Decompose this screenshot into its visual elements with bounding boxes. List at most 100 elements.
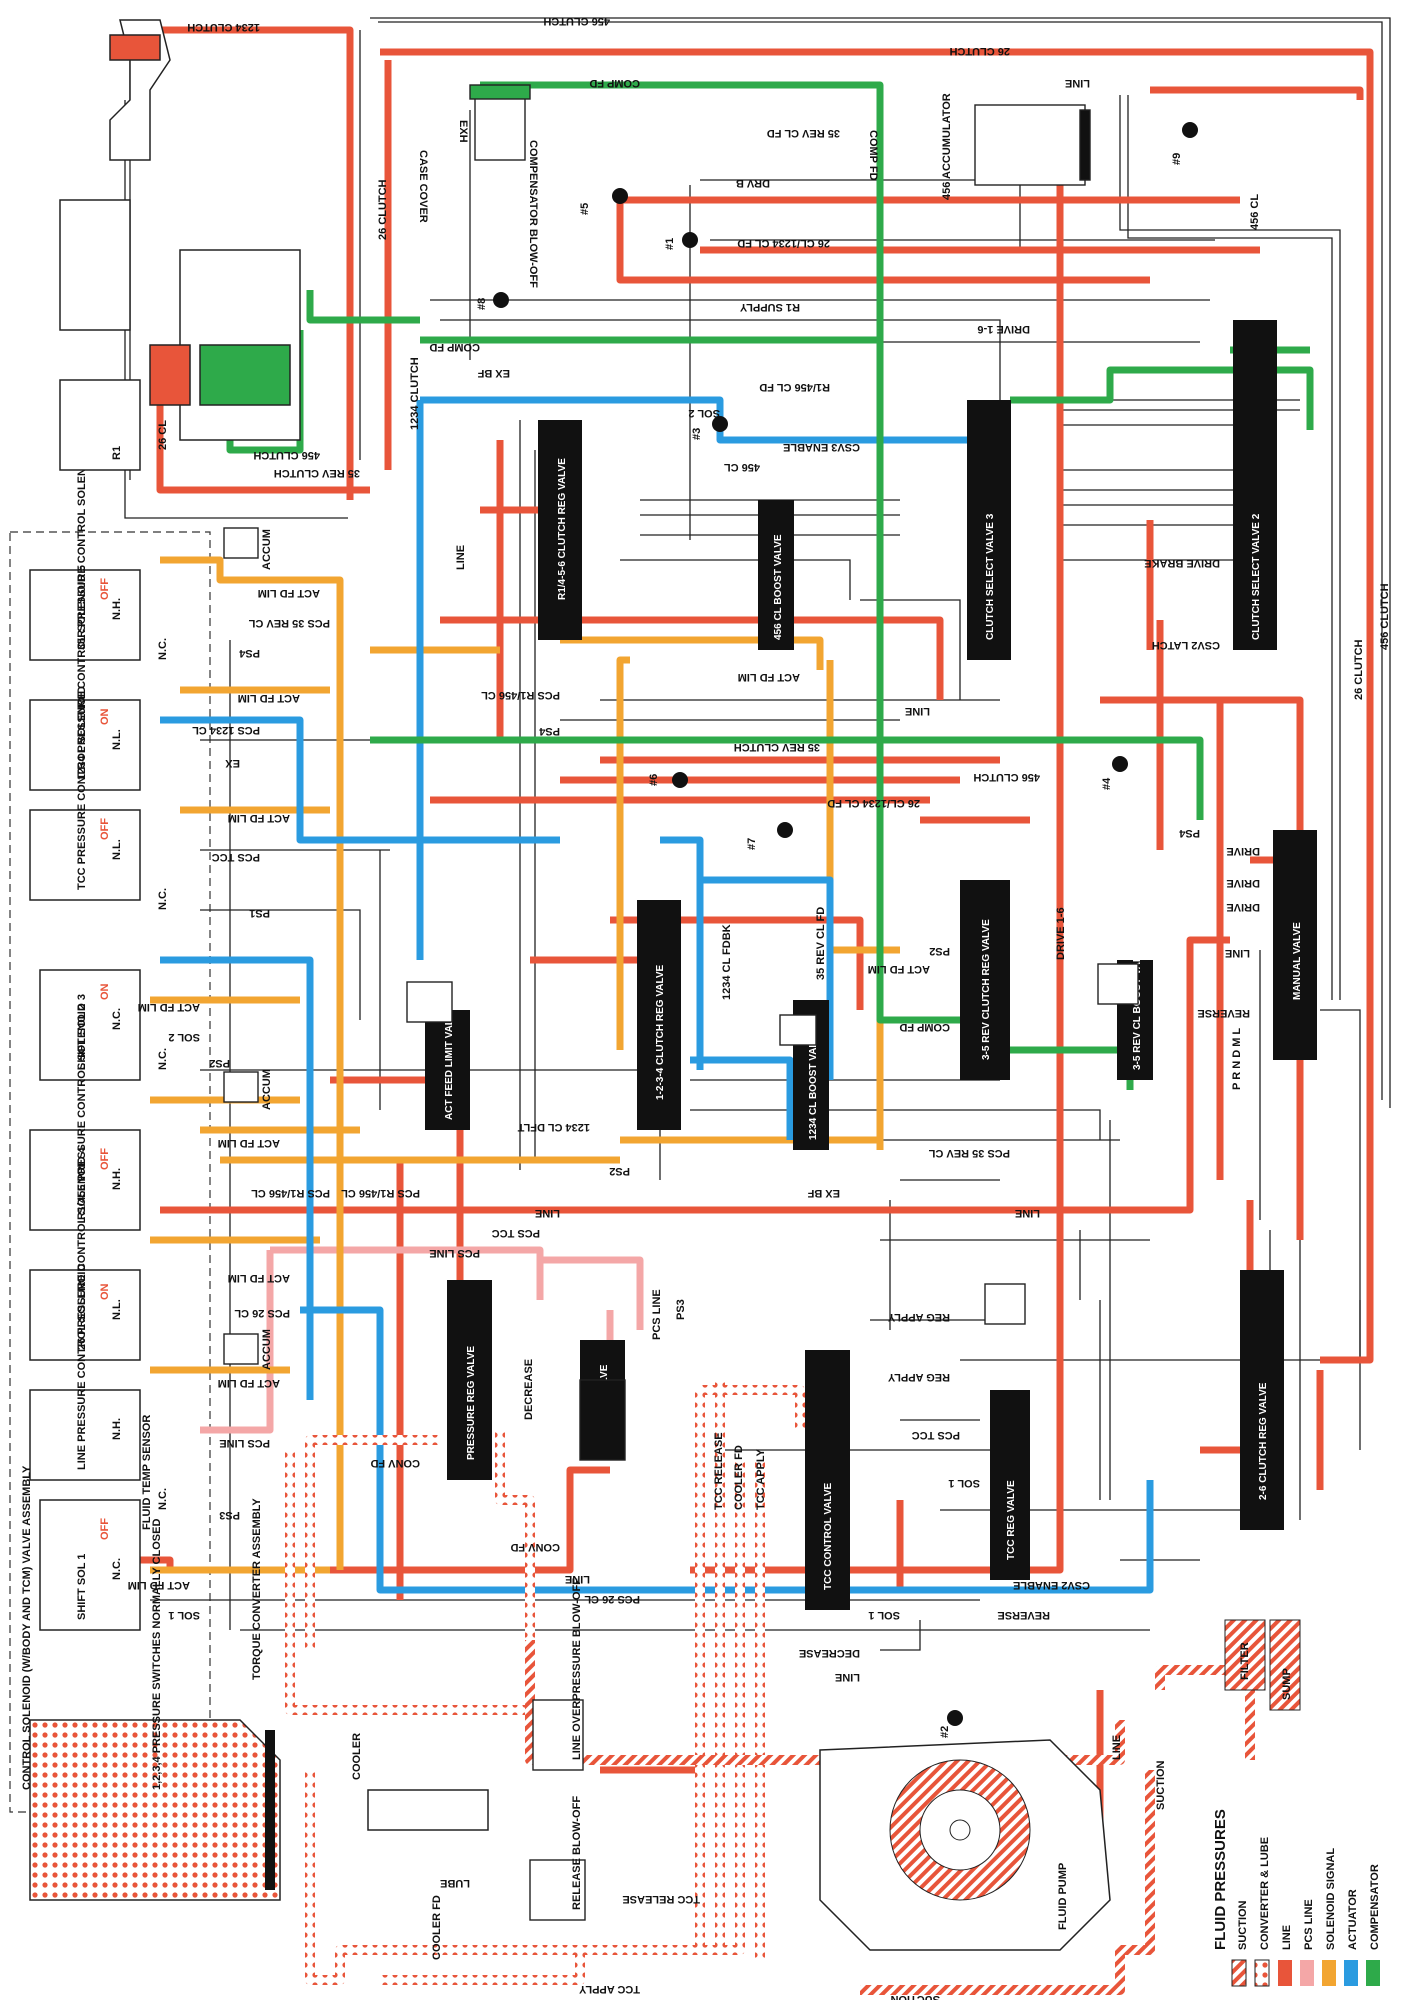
label-act-fd-lim-9: ACT FD LIM	[868, 963, 930, 975]
label-pcs-tcc-mid: PCS TCC	[492, 1227, 540, 1239]
label-456-clutch-top: 456 CLUTCH	[543, 15, 610, 27]
checkball-label-6: #6	[648, 774, 660, 786]
label-conv-fd-2: CONV FD	[510, 1541, 560, 1553]
solenoid-boxes	[29, 569, 141, 1631]
label-pcs26-bottom: PCS 26 CL	[584, 1593, 640, 1605]
checkball-label-1: #1	[664, 238, 676, 250]
label-pcs-line-mid: PCS LINE	[429, 1247, 480, 1259]
valve-label-1234boost: 1234 CL BOOST VALVE	[808, 1029, 819, 1140]
label-torque-converter: TORQUE CONVERTER ASSEMBLY	[251, 1498, 263, 1680]
legend-item-suction: SUCTION	[1237, 1900, 1249, 1950]
label-suction-1: SUCTION	[1155, 1760, 1167, 1810]
solenoid-state-6: ON	[99, 1283, 111, 1300]
label-release-blowoff: RELEASE BLOW-OFF	[571, 1796, 583, 1910]
label-pcs-line-vert: PCS LINE	[651, 1289, 663, 1340]
label-drive-1-6: DRIVE 1-6	[977, 323, 1030, 335]
label-line-right: LINE	[1225, 947, 1250, 959]
check-balls: #1 #2 #3 #4 #5 #6 #7 #8 #9	[476, 122, 1198, 1738]
label-nc-4: N.C.	[157, 1488, 169, 1510]
label-tcc-apply-bottom: TCC APPLY	[578, 1983, 640, 1995]
label-sol1-left: SOL 1	[168, 1609, 200, 1621]
valve-label-1234reg: 1-2-3-4 CLUTCH REG VALVE	[655, 964, 666, 1100]
solenoid-state-5: OFF	[99, 1148, 111, 1170]
solenoid-label-1: 35R PRESSURE CONTROL SOLENOID 2	[76, 439, 88, 650]
label-csv2-enable: CSV2 ENABLE	[1013, 1579, 1090, 1591]
legend-swatch-suction	[1231, 1959, 1247, 1987]
label-pcs35: PCS 35 REV CL	[248, 617, 330, 629]
label-tcc-release-bottom: TCC RELEASE	[622, 1893, 700, 1905]
label-ps2-right: PS2	[929, 945, 950, 957]
label-1234-cl-fdbk: 1234 CL FDBK	[721, 924, 733, 1000]
label-nc-2: N.C.	[157, 888, 169, 910]
label-act-fd-lim-8: ACT FD LIM	[128, 1579, 190, 1591]
line-pressure-lines	[140, 26, 1374, 1840]
label-35-rev-fd: 35 REV CL FD	[815, 907, 827, 980]
valve-label-pressreg: PRESSURE REG VALVE	[466, 1346, 477, 1460]
legend-item-actuator: ACTUATOR	[1347, 1889, 1359, 1950]
valve-label-tccreg: TCC REG VALVE	[1006, 1480, 1017, 1560]
legend-swatch-pcs	[1300, 1960, 1314, 1986]
label-drive-2: DRIVE	[1226, 877, 1260, 889]
label-pcs-tcc-1: PCS TCC	[212, 851, 260, 863]
label-line-mid-1: LINE	[535, 1207, 560, 1219]
label-act-fd-lim-7: ACT FD LIM	[218, 1377, 280, 1389]
label-line-pump: LINE	[1111, 1735, 1123, 1760]
valve-label-csv3: CLUTCH SELECT VALVE 3	[985, 513, 996, 640]
label-act-fd-lim-5: ACT FD LIM	[218, 1137, 280, 1149]
label-cooler-fd-vert: COOLER FD	[733, 1445, 745, 1510]
label-cooler-fd-bottom: COOLER FD	[431, 1895, 443, 1960]
label-act-fd-lim-2: ACT FD LIM	[238, 692, 300, 704]
solenoid-labels: 35R PRESSURE CONTROL SOLENOID 2 1234 PRE…	[76, 439, 123, 1620]
label-1234-clutch-vert: 1234 CLUTCH	[409, 357, 421, 430]
label-1234-cl-dflt: 1234 CL DFLT	[517, 1121, 590, 1133]
label-r1-supply: R1 SUPPLY	[739, 301, 800, 313]
legend-swatch-compensator	[1366, 1960, 1380, 1986]
solenoid-type-7: N.H.	[111, 1418, 123, 1440]
valve-label-r1456: R1/4-5-6 CLUTCH REG VALVE	[557, 458, 568, 600]
label-456-clutch-mid: 456 CLUTCH	[973, 771, 1040, 783]
legend-item-converter: CONVERTER & LUBE	[1259, 1837, 1271, 1950]
checkball-label-3: #3	[691, 428, 703, 440]
label-drv-b: DRV B	[736, 177, 770, 189]
checkball-5	[612, 188, 628, 204]
legend-title: FLUID PRESSURES	[1212, 1809, 1229, 1950]
checkball-8	[493, 292, 509, 308]
label-26cl-1234-mid: 26 CL/1234 CL FD	[827, 797, 920, 809]
legend-swatch-converter	[1254, 1959, 1270, 1987]
checkball-6	[672, 772, 688, 788]
label-exh: EXH	[457, 120, 469, 143]
label-act-fd-lim-1: ACT FD LIM	[258, 587, 320, 599]
label-pcs-r1456-left: PCS R1/456 CL	[251, 1187, 330, 1199]
checkball-1	[682, 232, 698, 248]
solenoid-type-1: N.H.	[111, 598, 123, 620]
label-ps4-right: PS4	[1178, 827, 1200, 839]
checkball-3	[712, 416, 728, 432]
label-line-top: LINE	[1065, 77, 1090, 89]
label-pcs-line-left: PCS LINE	[219, 1437, 270, 1449]
label-26-clutch-top: 26 CLUTCH	[949, 45, 1010, 57]
label-reg-apply-1: REG APPLY	[887, 1311, 950, 1323]
label-drive-1: DRIVE	[1226, 845, 1260, 857]
label-filter: FILTER	[1239, 1642, 1251, 1680]
label-ps3: PS3	[219, 1509, 240, 1521]
valve-label-26reg: 2-6 CLUTCH REG VALVE	[1258, 1382, 1269, 1500]
solenoid-label-7: LINE PRESSURE CONTROL SOLENOID	[76, 1264, 88, 1470]
label-act-fd-lim-10: ACT FD LIM	[738, 671, 800, 683]
label-reverse-right: REVERSE	[1197, 1007, 1250, 1019]
legend-swatch-line	[1278, 1960, 1292, 1986]
label-sump: SUMP	[1281, 1668, 1293, 1700]
solenoid-state-3: OFF	[99, 818, 111, 840]
label-26cl-1234: 26 CL/1234 CL FD	[737, 237, 830, 249]
label-pressure-switches: 1,2,3,4 PRESSURE SWITCHES NORMALLY CLOSE…	[151, 1519, 163, 1790]
circuit-labels: 1234 CLUTCH 456 CLUTCH 26 CLUTCH LINE CO…	[21, 15, 1391, 2000]
label-line-bottom: LINE	[565, 1573, 590, 1585]
label-suction-2: SUCTION	[890, 1993, 940, 2000]
valve-label-manual: MANUAL VALVE	[1292, 922, 1303, 1000]
label-fluid-pump: FLUID PUMP	[1057, 1863, 1069, 1930]
valve-label-tccctrl: TCC CONTROL VALVE	[823, 1482, 834, 1590]
checkball-4	[1112, 756, 1128, 772]
label-csv2-latch: CSV2 LATCH	[1152, 639, 1220, 651]
label-sol1-mid: SOL 1	[868, 1609, 900, 1621]
checkball-label-8: #8	[476, 298, 488, 310]
